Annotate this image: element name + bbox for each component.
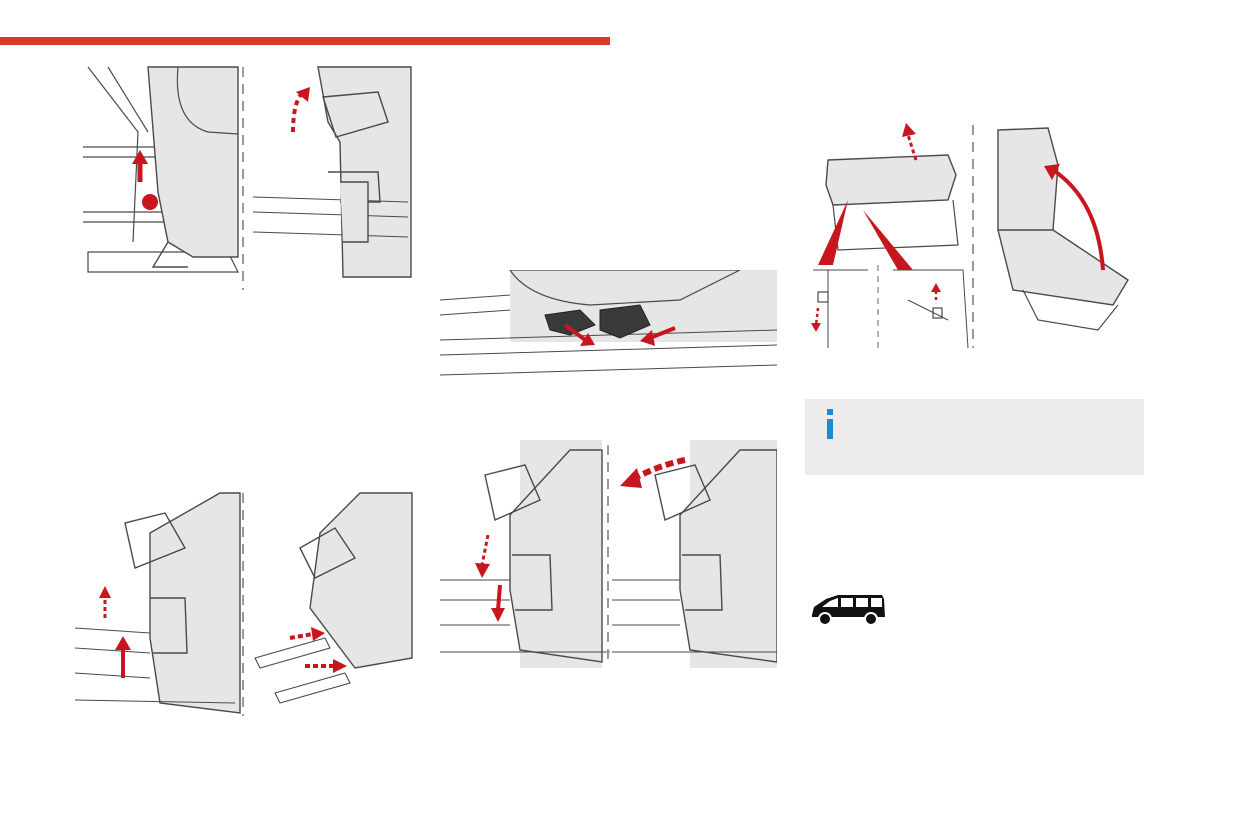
figure-rail-hooks [440,270,777,388]
figure-release-lever [78,62,418,294]
figure-lift-and-slide [75,488,415,718]
van-silhouette-icon [808,591,886,627]
info-icon [823,409,837,439]
accent-bar [0,37,610,45]
figure-armrest-and-backrest [808,120,1140,350]
info-note-box [805,399,1144,475]
figure-lower-and-tip [440,440,777,668]
